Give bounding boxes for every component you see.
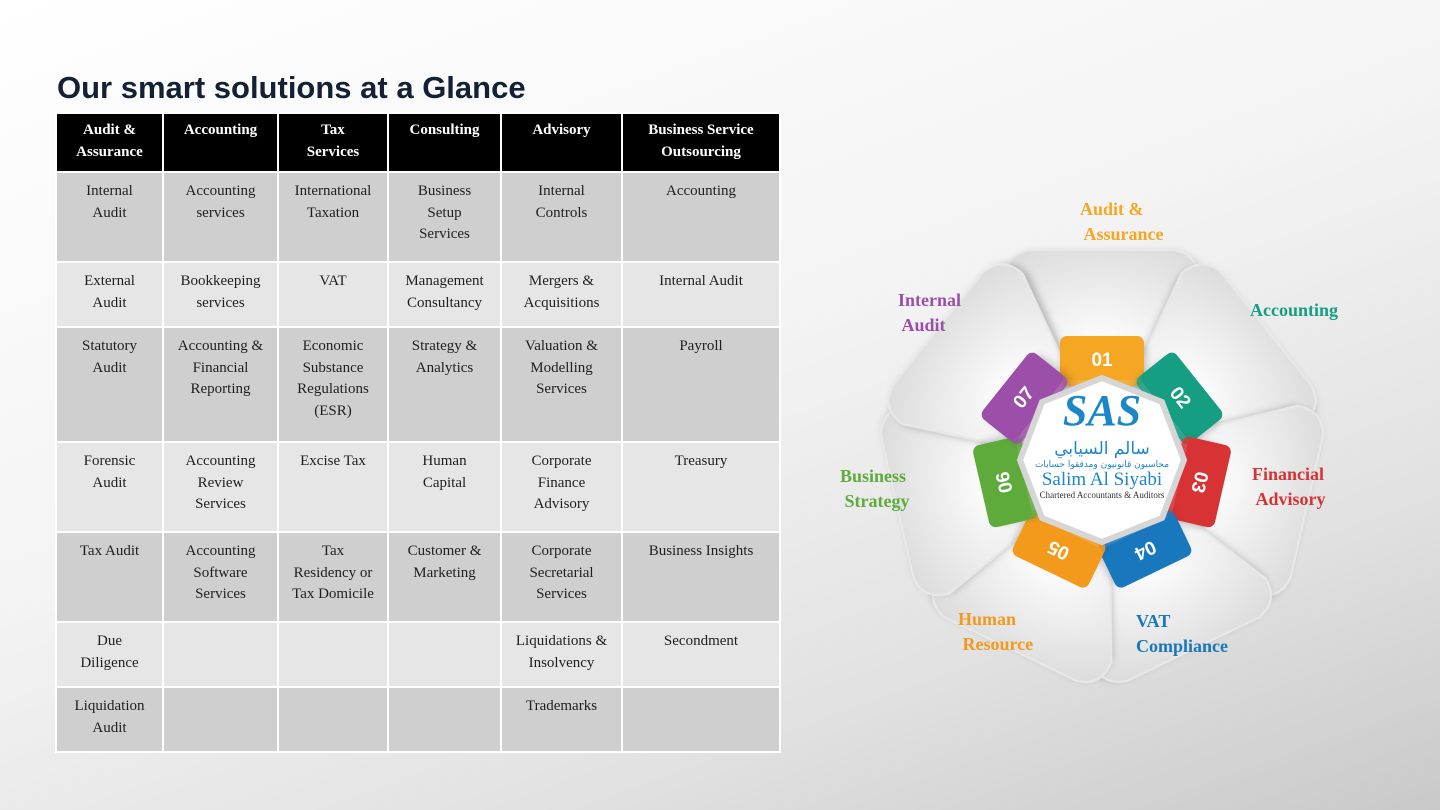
logo-arabic-name: سالم السيابي	[1054, 439, 1150, 459]
petal-number: 01	[1091, 350, 1113, 371]
table-cell	[621, 686, 781, 753]
table-cell: Liquidations &Insolvency	[500, 621, 623, 688]
petal-label: Financial Advisory	[1252, 464, 1326, 509]
number-tab-shape	[1101, 516, 1192, 588]
logo-center: SAS سالم السيابي محاسبون قانونيون ومدققو…	[1016, 374, 1188, 546]
table-cell: Trademarks	[500, 686, 623, 753]
table-cell: Excise Tax	[277, 441, 389, 533]
table-cell: Secondment	[621, 621, 781, 688]
center-hexagon	[1016, 374, 1188, 546]
petal-label: Accounting	[1250, 300, 1338, 320]
number-tab-shape	[1012, 516, 1103, 588]
column-header: Consulting	[387, 112, 502, 173]
table-cell	[162, 621, 279, 688]
petal-label: Business Strategy	[840, 466, 909, 511]
petal-number: 06	[992, 469, 1017, 494]
petal-label: Internal Audit	[898, 290, 961, 335]
table-cell: Treasury	[621, 441, 781, 533]
column-header: Accounting	[162, 112, 279, 173]
number-tab: 02	[1136, 352, 1223, 444]
column-header: Audit &Assurance	[55, 112, 164, 173]
number-tab: 07	[981, 352, 1068, 444]
number-tab-shape	[981, 352, 1063, 441]
logo-arabic-tagline: محاسبون قانونيون ومدققوا حسابات	[1035, 460, 1169, 470]
table-cell: VAT	[277, 261, 389, 328]
logo-tagline: Chartered Accountants & Auditors	[1040, 490, 1165, 500]
table-cell: Tax Audit	[55, 531, 164, 623]
table-cell: Internal Audit	[621, 261, 781, 328]
table-cell: Payroll	[621, 326, 781, 443]
logo-name: Salim Al Siyabi	[1042, 469, 1162, 490]
column-header: Advisory	[500, 112, 623, 173]
table-cell: Mergers &Acquisitions	[500, 261, 623, 328]
page-title: Our smart solutions at a Glance	[57, 70, 526, 105]
number-tab-shape	[1141, 352, 1223, 441]
table-cell	[162, 686, 279, 753]
petal-label: Audit & Assurance	[1080, 199, 1164, 244]
petal-label: Human Resource	[958, 609, 1033, 654]
petal-number: 03	[1186, 469, 1211, 494]
table-cell	[387, 686, 502, 753]
number-tab: 01	[1060, 336, 1144, 386]
table-cell: Strategy &Analytics	[387, 326, 502, 443]
number-tab: 04	[1098, 510, 1192, 588]
logo-mark: SAS	[1063, 386, 1141, 435]
number-tab: 05	[1012, 510, 1106, 588]
table-cell	[277, 621, 389, 688]
table-cell: Accounting	[621, 171, 781, 263]
table-cell	[277, 686, 389, 753]
table-cell: Business Insights	[621, 531, 781, 623]
number-tab-shape	[1060, 336, 1144, 380]
table-cell: Customer &Marketing	[387, 531, 502, 623]
table-cell	[387, 621, 502, 688]
